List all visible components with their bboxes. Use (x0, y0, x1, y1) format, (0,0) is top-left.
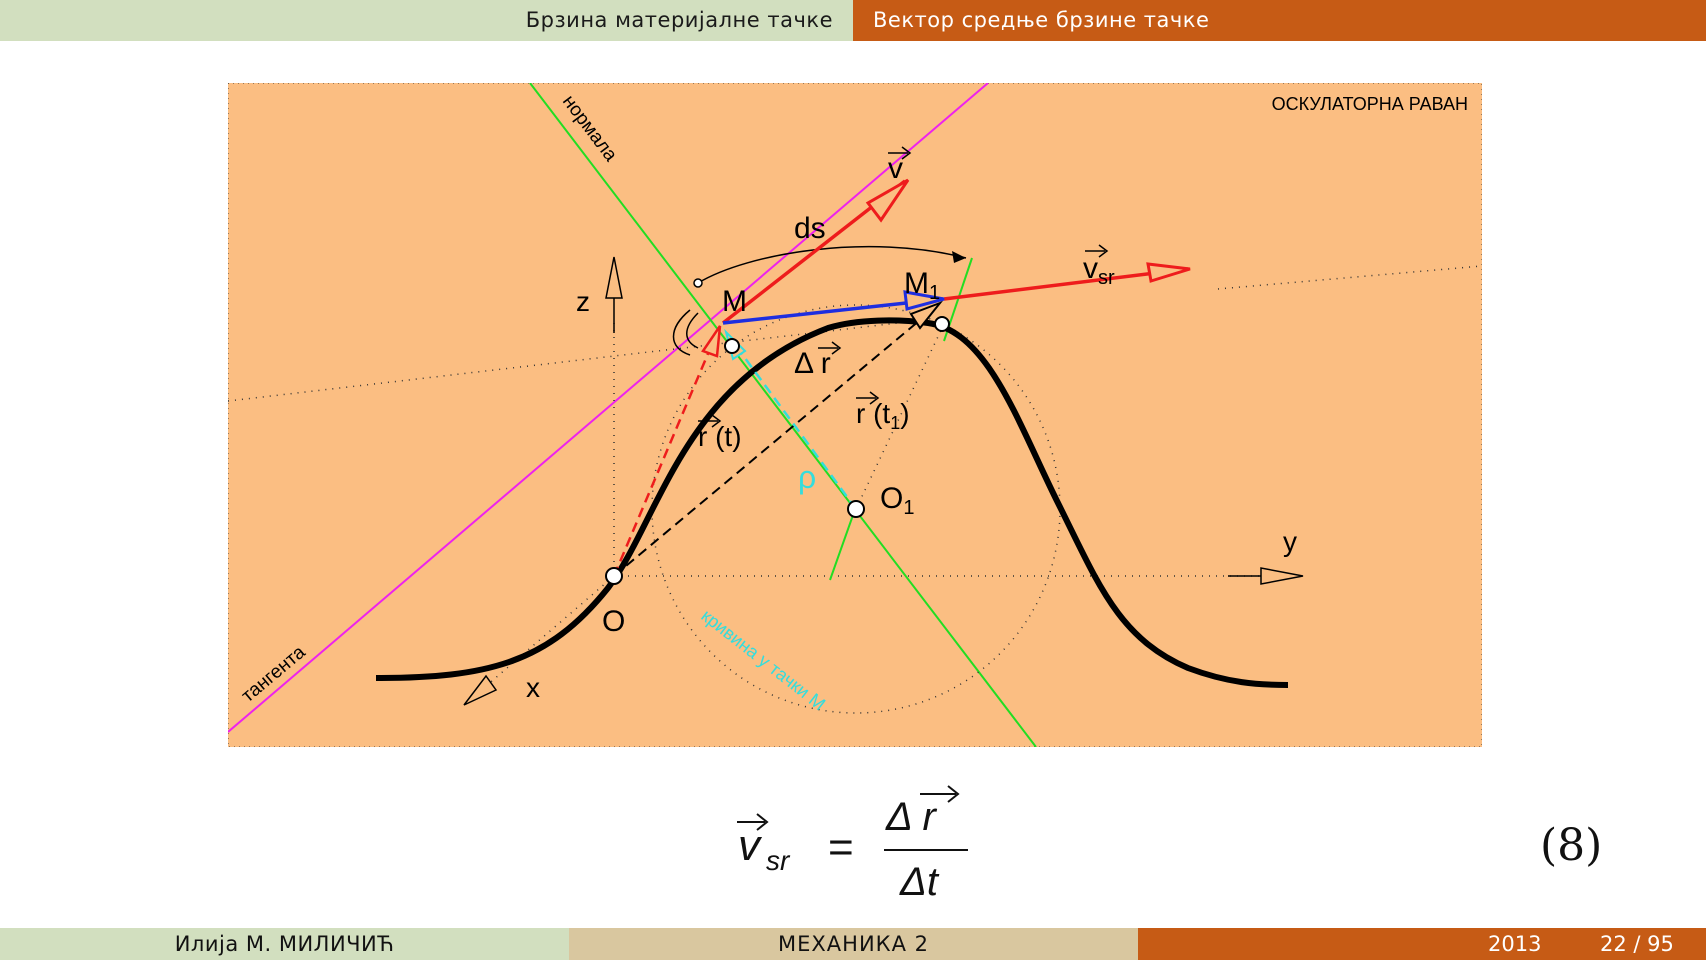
subsection-title[interactable]: Вектор средње брзине тачке (853, 0, 1706, 41)
plane-label: ОСКУЛАТОРНА РАВАН (1272, 94, 1468, 114)
footer-bar: Илија М. МИЛИЧИЋ МЕХАНИКА 2 2013 22 / 95 (0, 928, 1706, 960)
equation-number: (8) (1540, 820, 1603, 871)
ds-start-point (693, 278, 703, 288)
average-velocity-label-arrow-tip (1098, 244, 1109, 258)
position-t1-label-arrow-tip (869, 391, 880, 405)
footer-author: Илија М. МИЛИЧИЋ (0, 928, 569, 960)
header-bar: Брзина материјалне тачке Вектор средње б… (0, 0, 1706, 41)
M1-label: M1 (904, 267, 940, 304)
y-axis-label: y (1283, 526, 1297, 557)
delta-r-arrowhead (903, 290, 945, 311)
average-velocity-arrowhead (1146, 262, 1191, 283)
tangent-line (228, 83, 989, 733)
plane-background (228, 83, 1482, 747)
M-label: M (722, 285, 747, 318)
average-velocity-vector (943, 267, 1189, 301)
point-M1 (934, 316, 950, 332)
footer-year: 2013 (1488, 932, 1542, 956)
radius-of-curvature (726, 334, 858, 510)
dotted-line-horizontal (228, 322, 899, 402)
x-axis-arrowhead (463, 674, 498, 706)
angle-mark-inner (686, 312, 699, 349)
y-axis-arrowhead (1260, 567, 1304, 585)
point-M (724, 338, 740, 354)
velocity-label-arrow-tip (901, 146, 912, 160)
normal-line (529, 83, 1037, 747)
z-axis-arrowhead (605, 256, 623, 299)
page-counter: 22 / 95 (1600, 932, 1674, 956)
point-O (605, 567, 623, 585)
position-vector-t (612, 329, 720, 577)
position-vector-t1-arrowhead (909, 300, 944, 330)
footer-right: 2013 22 / 95 (1138, 928, 1706, 960)
position-vector-t1 (613, 304, 939, 577)
angle-mark-outer (672, 309, 691, 356)
O1-label: O1 (880, 482, 914, 519)
footer-course: МЕХАНИКА 2 (569, 928, 1138, 960)
velocity-label: v (888, 152, 903, 185)
position-vector-t-arrowhead (701, 325, 722, 358)
ds-label: ds (794, 212, 826, 245)
section-title[interactable]: Брзина материјалне тачке (0, 0, 853, 41)
x-axis-label: x (526, 672, 540, 703)
point-O1 (847, 500, 865, 518)
formula-denominator: Δt (899, 860, 940, 904)
average-velocity-label: vsr (1083, 252, 1115, 289)
formula-numerator: Δ r (885, 795, 937, 839)
osculating-plane-diagram: ОСКУЛАТОРНА РАВАН нормала тангента криви… (228, 83, 1482, 747)
formula-lhs-arrow-tip (756, 813, 769, 831)
position-t-label: r (t) (698, 421, 742, 452)
z-axis-label: z (576, 286, 590, 317)
formula-numerator-arrow-tip (947, 785, 960, 803)
position-t1-label: r (t1) (856, 398, 910, 433)
position-t-label-arrow-tip (711, 414, 722, 428)
velocity-arrowhead (865, 178, 910, 223)
formula-equals: = (828, 823, 854, 872)
O-label: O (602, 605, 625, 638)
ds-arrowhead (952, 251, 966, 263)
delta-r-label-arrow-tip (831, 341, 842, 355)
delta-r-label: Δ r (794, 347, 831, 380)
rho-label: ρ (798, 459, 816, 495)
trajectory-curve (375, 317, 1289, 688)
